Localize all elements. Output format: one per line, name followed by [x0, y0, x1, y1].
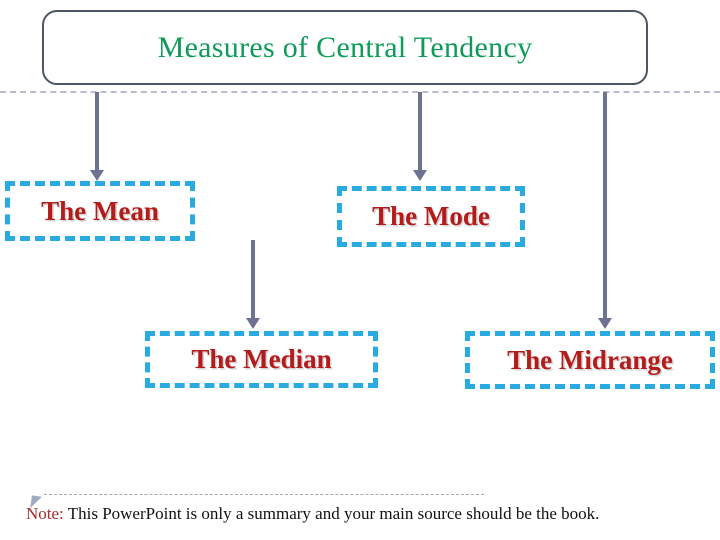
term-box-median: The Median — [145, 331, 378, 388]
term-label-median: The Median — [191, 344, 332, 374]
title-box: Measures of Central Tendency — [42, 10, 648, 85]
term-box-mean: The Mean — [5, 181, 195, 241]
arrow-mean-to-median — [251, 240, 255, 320]
arrow-title-to-midrange — [603, 92, 607, 320]
note-divider — [44, 494, 484, 495]
term-box-mode: The Mode — [337, 186, 525, 247]
arrow-title-to-mode — [418, 92, 422, 172]
term-label-midrange: The Midrange — [507, 344, 673, 375]
page-title: Measures of Central Tendency — [157, 30, 533, 64]
note-body: This PowerPoint is only a summary and yo… — [63, 504, 600, 523]
note-label: Note: — [26, 504, 64, 523]
arrow-title-to-mean — [95, 92, 99, 172]
term-label-mode: The Mode — [372, 201, 490, 231]
term-box-midrange: The Midrange — [465, 331, 715, 389]
top-divider — [0, 91, 720, 93]
note-text: Note: This PowerPoint is only a summary … — [26, 504, 716, 524]
term-label-mean: The Mean — [41, 195, 159, 226]
